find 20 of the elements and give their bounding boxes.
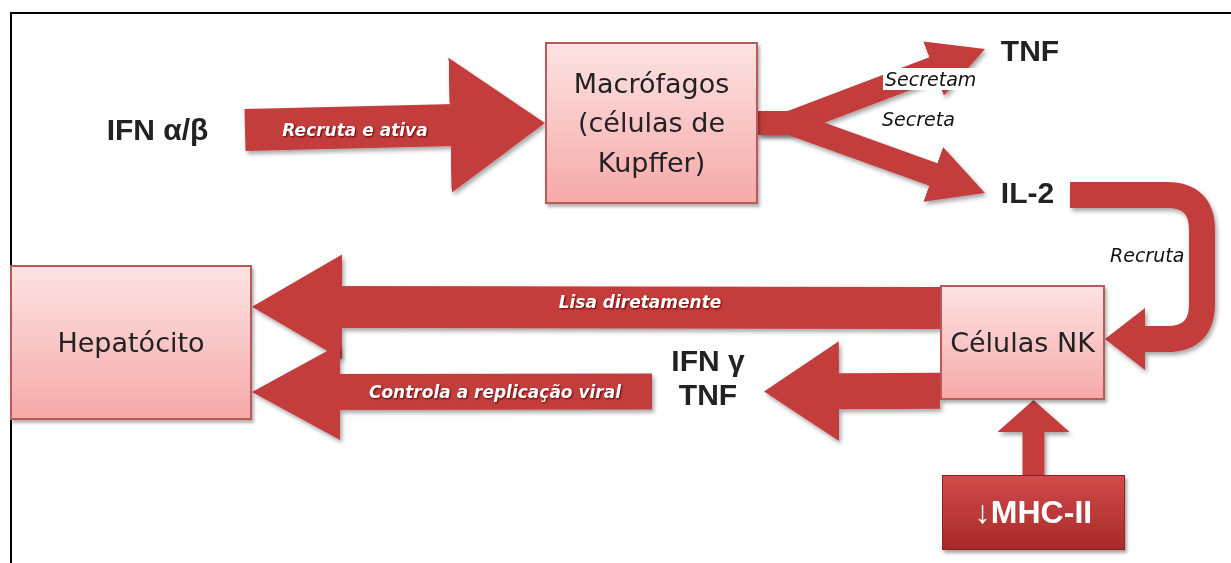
term-label: IL-2 [1000, 175, 1055, 211]
block-arrow [764, 341, 941, 442]
process-box [940, 285, 1105, 400]
term-label: IFN γ TNF [670, 343, 746, 413]
box-text: Macrófagos (células de Kupffer) [572, 67, 731, 180]
term-label: TNF [1000, 33, 1060, 69]
edge-label: Controla a replicação viral [368, 382, 622, 402]
box-text: Células NK [950, 325, 1095, 360]
box-text: Hepatócito [57, 325, 205, 360]
process-box [10, 265, 252, 420]
badge-box [942, 475, 1125, 550]
term-label: IFN α/β [106, 112, 209, 148]
block-arrow [997, 400, 1070, 475]
block-arrow [252, 254, 941, 360]
process-box [545, 42, 758, 204]
edge-label: Lisa diretamente [558, 292, 722, 312]
edge-label: Recruta e ativa [282, 120, 428, 140]
block-arrow [244, 57, 545, 193]
box-text: ↓MHC-II [974, 494, 1093, 531]
block-arrow [1070, 181, 1215, 371]
